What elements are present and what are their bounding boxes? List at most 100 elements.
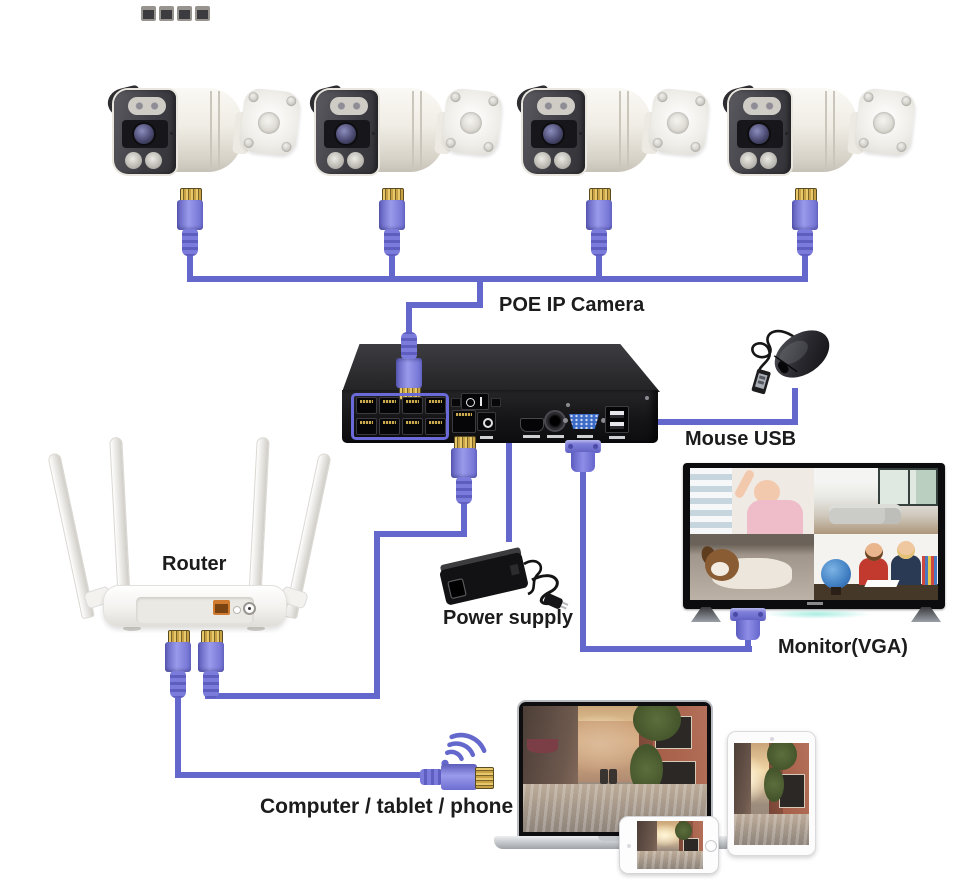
- ip-camera-4: [719, 80, 917, 180]
- smartphone: [619, 816, 719, 874]
- monitor-screen: [690, 468, 938, 600]
- camera-body: [166, 88, 242, 172]
- label-monitor-vga: Monitor(VGA): [778, 636, 908, 658]
- nvr-poe-port: [402, 397, 423, 414]
- camera-led: [145, 152, 162, 169]
- laptop-screen: [517, 700, 713, 838]
- label-router: Router: [162, 553, 227, 575]
- camera-view-children: [814, 534, 938, 600]
- router-lan-port: [177, 6, 192, 21]
- port-label: [480, 436, 493, 439]
- rj45-connector-camera-4: [792, 188, 818, 258]
- power-cable: [506, 436, 512, 542]
- nvr-top-face: [342, 344, 660, 392]
- tablet: [727, 731, 816, 856]
- nvr-hdmi-port: [520, 418, 544, 432]
- screw: [645, 396, 649, 400]
- phone-home-button: [705, 840, 717, 852]
- mouse-body: [773, 330, 830, 378]
- monitor-foot: [911, 607, 941, 622]
- vga-cable-segment: [580, 470, 586, 650]
- vga-connector-monitor: [730, 608, 766, 642]
- rj45-connector-nvr-poe: [396, 330, 422, 400]
- nvr-usb-ports: [605, 406, 629, 433]
- label-poe-ip-camera: POE IP Camera: [499, 294, 645, 316]
- tablet-screen-image: [734, 743, 809, 845]
- router-foot: [247, 626, 265, 631]
- nvr-poe-port-block: [351, 393, 449, 440]
- ac-plug: [543, 593, 569, 610]
- rj45-connector-router-client: [165, 630, 191, 700]
- nvr-poe-port: [402, 418, 423, 435]
- ethernet-cable-segment: [406, 302, 412, 334]
- ip-camera-2: [306, 80, 504, 180]
- port-label: [577, 435, 593, 438]
- rj45-connector-camera-2: [379, 188, 405, 258]
- nvr-vga-port: [569, 414, 599, 429]
- camera-mount-plate: [238, 87, 302, 157]
- lan-cable-segment: [374, 531, 467, 537]
- mouse-usb-cable: [792, 388, 798, 422]
- ethernet-cable-segment: [187, 254, 193, 280]
- port-label: [609, 436, 625, 439]
- router-reset-button: [233, 606, 241, 614]
- router-foot: [123, 626, 141, 631]
- router-lan-port: [195, 6, 210, 21]
- router-lan-port: [141, 6, 156, 21]
- ethernet-cable-segment: [477, 276, 483, 308]
- tablet-camera-dot: [770, 737, 774, 741]
- vga-monitor: [683, 460, 948, 628]
- rj45-connector-camera-1: [177, 188, 203, 258]
- rj45-connector-client: [420, 764, 494, 790]
- vga-cable-segment: [580, 646, 752, 652]
- dc-cord: [523, 559, 543, 596]
- camera-view-baby: [690, 468, 814, 534]
- camera-front: [114, 90, 176, 174]
- nvr-power-switch: [461, 393, 489, 410]
- laptop: [494, 700, 734, 852]
- usb-plug: [751, 369, 771, 395]
- laptop-screen-image: [523, 706, 707, 832]
- lan-cable-segment: [374, 531, 380, 699]
- nvr-poe-port: [425, 418, 446, 435]
- camera-bus-cable: [187, 276, 808, 282]
- nvr-dc-power-jack: [477, 412, 496, 431]
- ethernet-cable-segment: [389, 254, 395, 280]
- ethernet-cable-segment: [596, 254, 602, 280]
- monitor-logo: [807, 602, 823, 605]
- camera-mic-hole: [170, 132, 173, 135]
- router-power-jack: [243, 602, 256, 615]
- nvr-lan-port: [452, 410, 476, 433]
- vga-connector-nvr: [565, 440, 601, 474]
- nvr-poe-port: [379, 418, 400, 435]
- nvr-poe-port: [356, 397, 377, 414]
- ethernet-cable-segment: [406, 302, 483, 308]
- phone-speaker: [627, 844, 631, 848]
- vga-cable-segment: [745, 640, 751, 650]
- nvr-poe-port: [379, 397, 400, 414]
- nvr-poe-port: [425, 397, 446, 414]
- camera-lens: [134, 124, 154, 144]
- router-lan-port: [159, 6, 174, 21]
- label-power-supply: Power supply: [443, 607, 574, 629]
- rj45-connector-router-nvr: [198, 630, 224, 700]
- ip-camera-3: [513, 80, 711, 180]
- power-brick: [440, 547, 528, 605]
- phone-screen-image: [637, 821, 703, 869]
- monitor-foot: [691, 607, 721, 622]
- camera-view-dog: [690, 534, 814, 600]
- nvr-slot: [491, 398, 501, 407]
- router-wan-port: [213, 600, 230, 615]
- camera-led: [125, 152, 142, 169]
- router-antenna: [109, 436, 131, 606]
- ethernet-cable-segment: [802, 254, 808, 280]
- client-cable-segment: [175, 694, 181, 778]
- port-label: [547, 435, 564, 438]
- monitor-power-glow: [763, 609, 871, 619]
- camera-ir-led: [128, 97, 166, 115]
- ip-camera-1: [104, 80, 302, 180]
- nvr-poe-port: [356, 418, 377, 435]
- vga-screw: [601, 418, 606, 423]
- camera-lens-window: [122, 120, 168, 148]
